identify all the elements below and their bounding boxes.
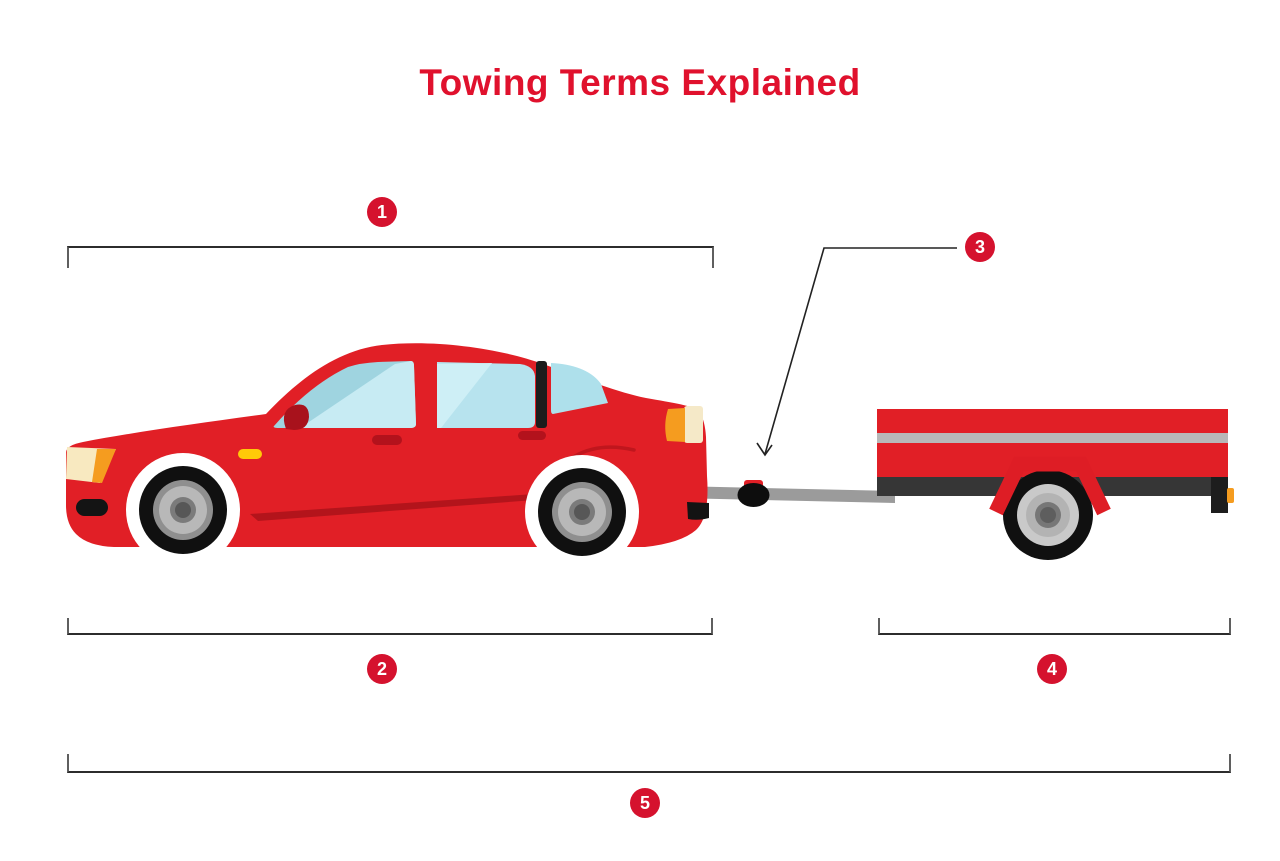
marker-4-label: 4 [1046, 659, 1057, 679]
trailer-illustration [877, 409, 1234, 560]
marker-1: 1 [367, 197, 397, 227]
bracket-4-trailer-length [878, 618, 1231, 635]
trailer-rear-bumper [1211, 477, 1228, 513]
tow-hitch [737, 480, 770, 507]
bracket-5-total-length [67, 754, 1231, 773]
car-rear-wheel [538, 468, 626, 556]
marker-2-label: 2 [376, 659, 387, 679]
marker-2: 2 [367, 654, 397, 684]
car-door-handle-rear [518, 431, 546, 440]
marker-3: 3 [965, 232, 995, 262]
marker-4: 4 [1037, 654, 1067, 684]
trailer-marker-light [1227, 488, 1234, 503]
car-sill-shading [250, 493, 548, 521]
car-rear-bumper-trim [687, 502, 709, 520]
car-rear-quarter-window [551, 363, 608, 414]
car-door-handle-front [372, 435, 402, 445]
car-headlight [66, 447, 116, 483]
marker-3-label: 3 [974, 237, 985, 257]
marker-5-label: 5 [639, 793, 650, 813]
car-side-mirror [283, 404, 309, 430]
car-side-marker-light [238, 449, 262, 459]
bracket-2-car-length-bottom [67, 618, 713, 635]
trailer-wheel [1003, 470, 1093, 560]
trailer-fender [989, 456, 1111, 516]
car-illustration [66, 343, 709, 569]
car-b-pillar [536, 361, 547, 428]
bracket-1-car-length-top [67, 246, 714, 268]
car-taillight [665, 406, 703, 443]
leader-line-3 [756, 247, 957, 457]
trailer-stripe [877, 433, 1228, 443]
car-door-window [437, 362, 535, 428]
page-title: Towing Terms Explained [419, 62, 861, 103]
car-front-wheel [139, 466, 227, 554]
car-windshield [273, 361, 416, 428]
car-fog-light [76, 499, 108, 516]
marker-1-label: 1 [376, 202, 387, 222]
marker-5: 5 [630, 788, 660, 818]
tow-bar [698, 486, 895, 503]
